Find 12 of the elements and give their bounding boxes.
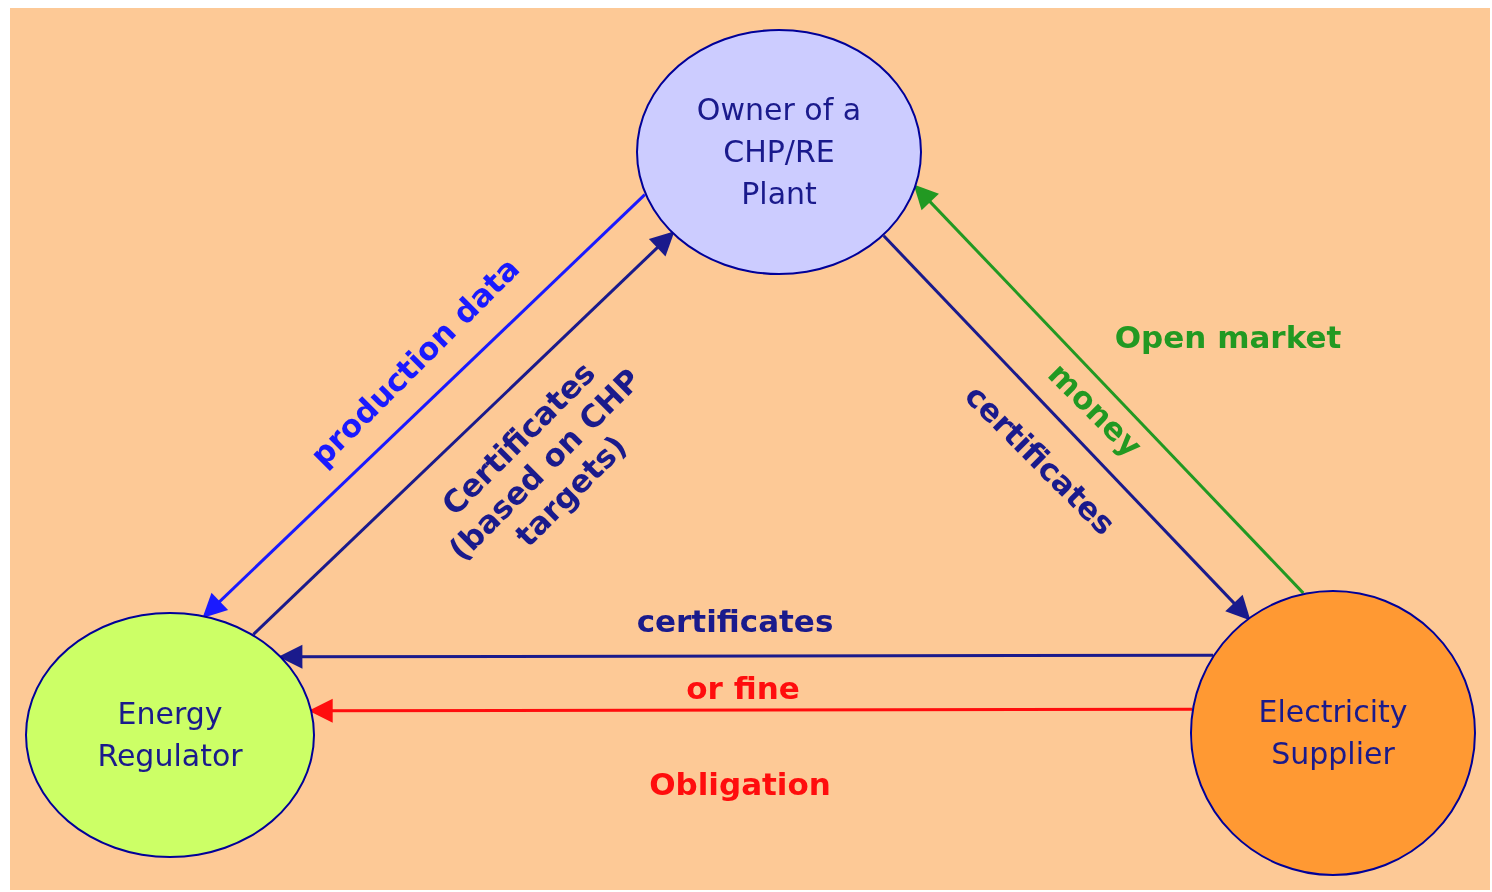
node-label: Owner of a CHP/RE Plant — [695, 91, 863, 213]
arrow — [252, 231, 675, 636]
edge-label: or fine — [686, 670, 800, 708]
arrow — [882, 234, 1251, 621]
obligation-label: Obligation — [649, 766, 831, 802]
edge-label: certificates — [636, 603, 834, 641]
market-label: Open market — [1114, 319, 1342, 355]
arrow — [913, 184, 1305, 595]
arrow — [278, 644, 1213, 669]
arrow — [202, 193, 646, 619]
node-label: Energy Regulator — [96, 695, 244, 775]
node-label: Electricity Supplier — [1257, 693, 1409, 773]
